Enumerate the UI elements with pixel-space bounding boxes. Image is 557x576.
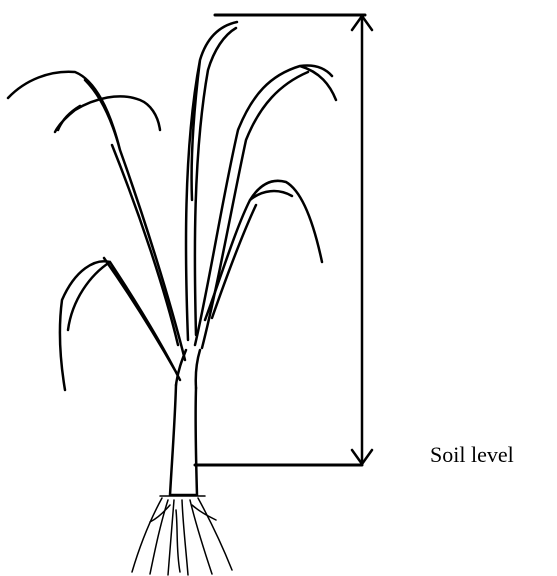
leaf-left-long [8,72,185,360]
stem-junction [176,350,200,388]
leaf-center-tall [186,22,237,340]
stem [170,385,197,495]
roots [132,496,232,575]
soil-level-label: Soil level [430,442,514,468]
